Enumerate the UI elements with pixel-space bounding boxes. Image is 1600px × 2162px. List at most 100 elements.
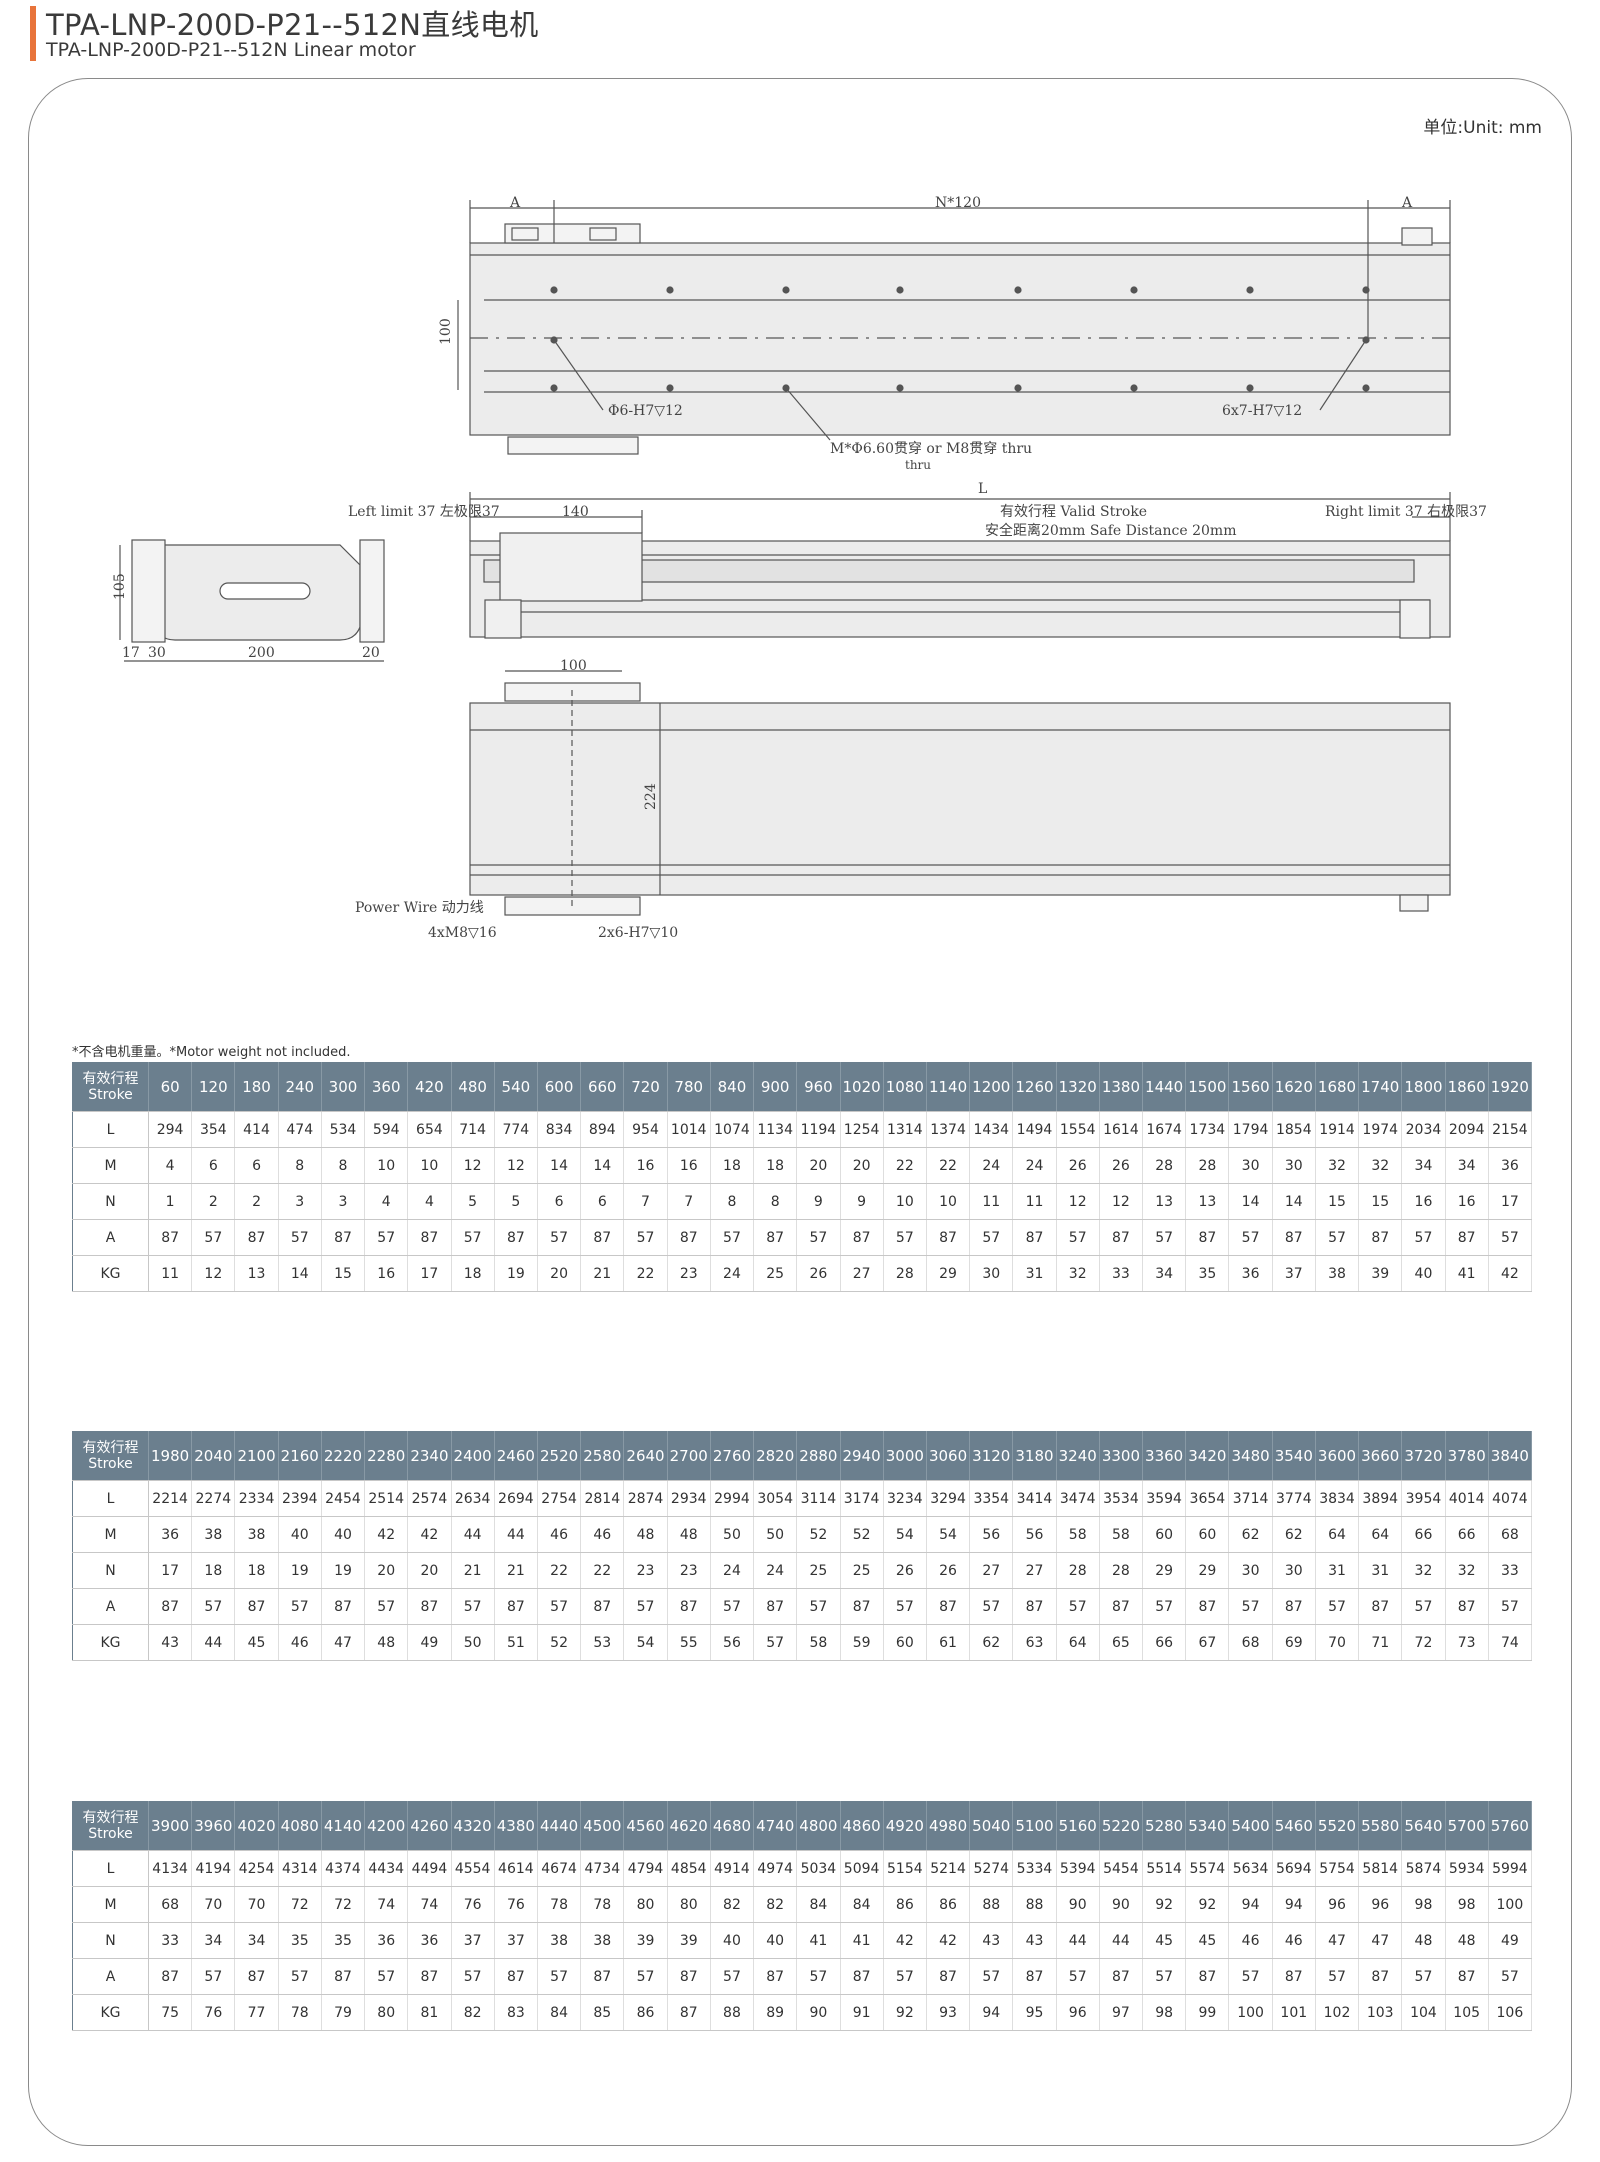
- table-cell: 5934: [1445, 1850, 1489, 1887]
- table-cell: 834: [537, 1111, 582, 1148]
- table-cell: 94: [1228, 1886, 1273, 1923]
- table-cell: 90: [796, 1994, 841, 2031]
- table-cell: 13: [1185, 1183, 1230, 1220]
- table-cell: 72: [278, 1886, 322, 1923]
- stroke-value: 1980: [148, 1431, 193, 1481]
- stroke-value: 1800: [1401, 1062, 1446, 1112]
- table-cell: 5214: [926, 1850, 971, 1887]
- table-cell: 57: [1488, 1219, 1533, 1256]
- table-cell: 2034: [1401, 1111, 1446, 1148]
- row-label: A: [72, 1219, 149, 1256]
- table-cell: 14: [278, 1255, 322, 1292]
- table-cell: 57: [364, 1219, 409, 1256]
- table-cell: 3: [321, 1183, 366, 1220]
- table-cell: 22: [537, 1552, 582, 1589]
- table-cell: 87: [148, 1219, 193, 1256]
- label-m8: 4xM8▽16: [428, 925, 497, 941]
- table-cell: 4494: [407, 1850, 452, 1887]
- table-cell: 10: [926, 1183, 971, 1220]
- row-label: N: [72, 1552, 149, 1589]
- table-cell: 3414: [1012, 1480, 1057, 1517]
- table-cell: 35: [321, 1922, 366, 1959]
- table-cell: 3354: [969, 1480, 1014, 1517]
- stroke-value: 3720: [1401, 1431, 1446, 1481]
- table-cell: 64: [1358, 1516, 1403, 1553]
- stroke-value: 4800: [796, 1801, 841, 1851]
- label-thru-word: thru: [905, 458, 931, 472]
- stroke-value: 1680: [1315, 1062, 1360, 1112]
- table-cell: 88: [710, 1994, 755, 2031]
- table-cell: 87: [1358, 1588, 1403, 1625]
- table-cell: 57: [1228, 1219, 1273, 1256]
- row-label: A: [72, 1588, 149, 1625]
- table-cell: 57: [969, 1219, 1014, 1256]
- table-cell: 16: [364, 1255, 409, 1292]
- table-cell: 87: [1358, 1219, 1403, 1256]
- stroke-value: 5100: [1012, 1801, 1057, 1851]
- table-cell: 88: [969, 1886, 1014, 1923]
- table-cell: 17: [148, 1552, 193, 1589]
- table-cell: 57: [1228, 1958, 1273, 1995]
- table-cell: 41: [1445, 1255, 1489, 1292]
- table-cell: 82: [753, 1886, 798, 1923]
- table-cell: 30: [969, 1255, 1014, 1292]
- stroke-value: 5280: [1142, 1801, 1187, 1851]
- table-cell: 894: [580, 1111, 625, 1148]
- table-cell: 76: [191, 1994, 236, 2031]
- table-cell: 49: [1488, 1922, 1533, 1959]
- table-cell: 46: [580, 1516, 625, 1553]
- label-left-limit: Left limit 37 左极限37: [348, 504, 500, 520]
- table-cell: 534: [321, 1111, 366, 1148]
- stroke-value: 3180: [1012, 1431, 1057, 1481]
- table-cell: 40: [1401, 1255, 1446, 1292]
- table-cell: 70: [191, 1886, 236, 1923]
- table-cell: 87: [234, 1588, 279, 1625]
- row-label: M: [72, 1147, 149, 1184]
- table-cell: 26: [926, 1552, 971, 1589]
- table-cell: 87: [1445, 1958, 1489, 1995]
- table-cell: 87: [321, 1219, 366, 1256]
- table-cell: 44: [451, 1516, 495, 1553]
- stroke-value: 4620: [667, 1801, 711, 1851]
- table-cell: 1914: [1315, 1111, 1360, 1148]
- table-cell: 1794: [1228, 1111, 1273, 1148]
- table-cell: 10: [364, 1147, 409, 1184]
- table-cell: 80: [623, 1886, 668, 1923]
- table-cell: 87: [926, 1219, 971, 1256]
- table-cell: 57: [796, 1958, 841, 1995]
- table-cell: 8: [278, 1147, 322, 1184]
- table-cell: 18: [451, 1255, 495, 1292]
- table-cell: 89: [753, 1994, 798, 2031]
- page-subtitle: TPA-LNP-200D-P21--512N Linear motor: [46, 39, 416, 61]
- table-cell: 2514: [364, 1480, 409, 1517]
- table-cell: 62: [1228, 1516, 1273, 1553]
- table-cell: 20: [407, 1552, 452, 1589]
- stroke-value: 3840: [1488, 1431, 1533, 1481]
- table-cell: 87: [1272, 1958, 1316, 1995]
- table-cell: 78: [580, 1886, 625, 1923]
- table-cell: 3534: [1099, 1480, 1144, 1517]
- table-cell: 91: [840, 1994, 884, 2031]
- table-cell: 87: [234, 1219, 279, 1256]
- label-thru-hole: M*Φ6.60贯穿 or M8贯穿 thru: [830, 441, 1032, 457]
- table-cell: 45: [1142, 1922, 1187, 1959]
- table-cell: 57: [1056, 1588, 1100, 1625]
- stroke-value: 120: [191, 1062, 236, 1112]
- stroke-value: 3480: [1228, 1431, 1273, 1481]
- table-cell: 57: [883, 1219, 927, 1256]
- table-cell: 26: [796, 1255, 841, 1292]
- table-cell: 57: [1401, 1588, 1446, 1625]
- table-cell: 46: [278, 1624, 322, 1661]
- stroke-value: 2220: [321, 1431, 366, 1481]
- table-cell: 19: [494, 1255, 538, 1292]
- table-cell: 4554: [451, 1850, 495, 1887]
- row-label: KG: [72, 1624, 149, 1661]
- table-cell: 57: [969, 1958, 1014, 1995]
- table-cell: 30: [1228, 1552, 1273, 1589]
- stroke-value: 2700: [667, 1431, 711, 1481]
- table-cell: 14: [537, 1147, 582, 1184]
- stroke-value: 5580: [1358, 1801, 1403, 1851]
